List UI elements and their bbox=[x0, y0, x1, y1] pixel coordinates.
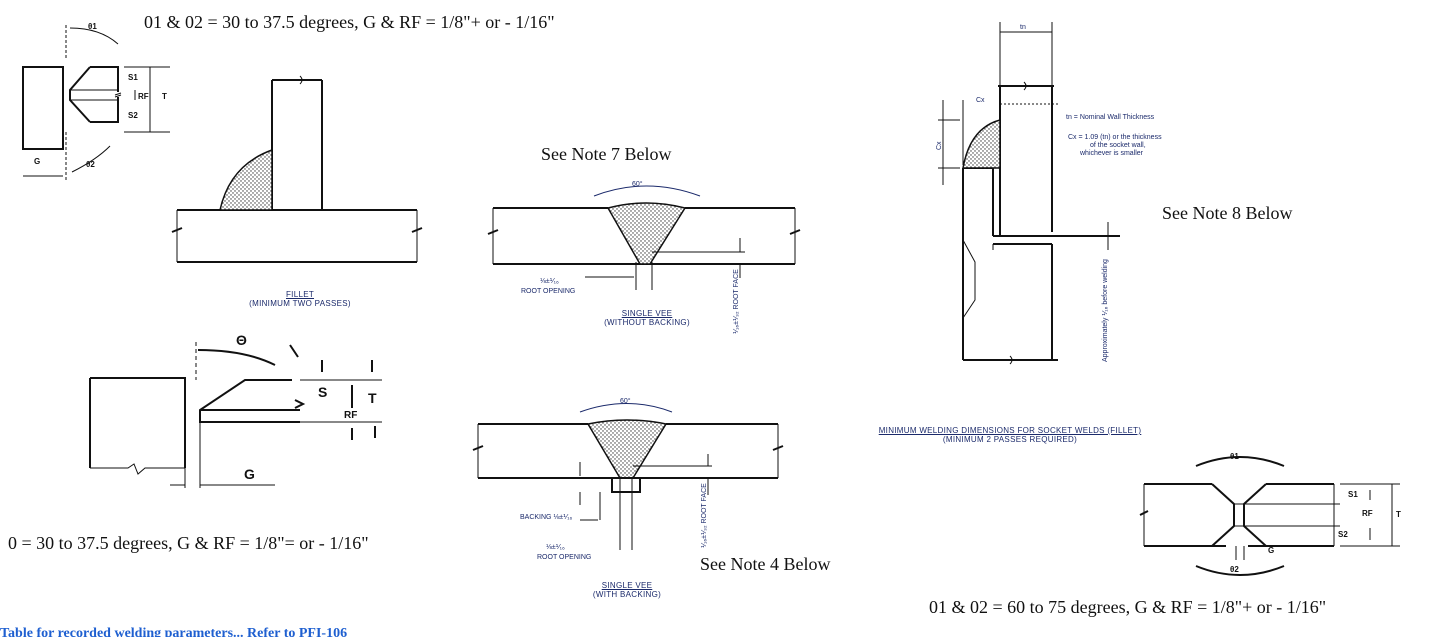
single-vee-with-backing-diagram bbox=[472, 403, 784, 550]
socket-subtitle: (MINIMUM 2 PASSES REQUIRED) bbox=[942, 435, 1078, 444]
socket-title: MINIMUM WELDING DIMENSIONS FOR SOCKET WE… bbox=[878, 426, 1142, 435]
note-4-label: See Note 4 Below bbox=[700, 554, 831, 574]
single-bevel-prep-diagram bbox=[89, 342, 382, 488]
vee1-root-opening-label: ROOT OPENING bbox=[521, 288, 576, 295]
vee-no-backing-caption: SINGLE VEE (WITHOUT BACKING) bbox=[582, 309, 712, 327]
note-7-label: See Note 7 Below bbox=[541, 144, 672, 164]
vee2-root-opening-label: ROOT OPENING bbox=[537, 554, 592, 561]
fillet-caption: FILLET (MINIMUM TWO PASSES) bbox=[228, 290, 372, 308]
rf-label-top-left: RF bbox=[138, 92, 149, 101]
theta2-label-top-left: θ2 bbox=[86, 160, 95, 169]
bottom-left-formula: 0 = 30 to 37.5 degrees, G & RF = 1/8"= o… bbox=[8, 533, 369, 553]
socket-weld-diagram bbox=[938, 22, 1120, 365]
vee2-backing-label: BACKING ⅛±⅟₁₆ bbox=[520, 514, 573, 521]
theta-label-bottom-left: Θ bbox=[236, 332, 247, 348]
bottom-right-formula: 01 & 02 = 60 to 75 degrees, G & RF = 1/8… bbox=[929, 597, 1327, 617]
g-label-top-left: G bbox=[34, 157, 41, 166]
double-bevel-prep-diagram bbox=[22, 25, 170, 180]
top-left-formula: 01 & 02 = 30 to 37.5 degrees, G & RF = 1… bbox=[144, 12, 555, 32]
socket-cx-label-side: Cx bbox=[936, 141, 943, 150]
fillet-weld-diagram bbox=[171, 75, 423, 263]
t-label-bottom-right: T bbox=[1396, 510, 1401, 519]
vee2-root-face-label: ⅟₁₆±⅟₃₂ ROOT FACE bbox=[701, 483, 708, 548]
socket-tn-definition: tn = Nominal Wall Thickness bbox=[1066, 114, 1155, 121]
socket-cx-definition-3: whichever is smaller bbox=[1080, 150, 1144, 157]
theta1-label-bottom-right: θ1 bbox=[1230, 452, 1239, 461]
single-vee-no-backing-diagram bbox=[487, 185, 801, 290]
g-label-bottom-left: G bbox=[244, 466, 255, 482]
vee-no-backing-title: SINGLE VEE bbox=[621, 309, 673, 318]
s2-label-top-left: S2 bbox=[128, 111, 138, 120]
rf-label-bottom-left: RF bbox=[344, 410, 358, 421]
note-8-label: See Note 8 Below bbox=[1162, 203, 1293, 223]
theta2-label-bottom-right: θ2 bbox=[1230, 565, 1239, 574]
vee2-angle-label: 60° bbox=[620, 398, 631, 405]
socket-cx-definition-2: of the socket wall, bbox=[1090, 142, 1146, 149]
vee1-root-face-label: ⅟₁₆±⅟₃₂ ROOT FACE bbox=[733, 269, 740, 334]
fillet-subtitle: (MINIMUM TWO PASSES) bbox=[249, 299, 351, 308]
double-vee-diagram bbox=[1139, 456, 1400, 576]
fillet-title: FILLET bbox=[285, 290, 315, 299]
rf-label-bottom-right: RF bbox=[1362, 509, 1373, 518]
socket-caption: MINIMUM WELDING DIMENSIONS FOR SOCKET WE… bbox=[830, 426, 1190, 444]
t-label-bottom-left: T bbox=[368, 390, 377, 406]
socket-tn-label: tn bbox=[1020, 24, 1026, 31]
s1-label-top-left: S1 bbox=[128, 73, 138, 82]
g-label-bottom-right: G bbox=[1268, 546, 1275, 555]
socket-cx-definition-1: Cx = 1.09 (tn) or the thickness bbox=[1068, 134, 1162, 141]
vee-with-backing-caption: SINGLE VEE (WITH BACKING) bbox=[572, 581, 682, 599]
theta1-label-top-left: θ1 bbox=[88, 22, 97, 31]
vee1-root-opening-value: ⅛±⅟₁₆ bbox=[540, 278, 559, 285]
vee-with-backing-title: SINGLE VEE bbox=[601, 581, 653, 590]
vee-with-backing-subtitle: (WITH BACKING) bbox=[592, 590, 662, 599]
s2-label-bottom-right: S2 bbox=[1338, 530, 1348, 539]
t-label-top-left: T bbox=[162, 92, 167, 101]
vee1-angle-label: 60° bbox=[632, 181, 643, 188]
bottom-cutoff-text: Table for recorded welding parameters...… bbox=[0, 626, 348, 637]
socket-approx-label: Approximately ⅟₁₆ before welding bbox=[1102, 259, 1109, 362]
socket-cx-label-top: Cx bbox=[976, 97, 985, 104]
vee-no-backing-subtitle: (WITHOUT BACKING) bbox=[604, 318, 690, 327]
vee2-root-opening-value: ⅛±⅟₁₆ bbox=[546, 544, 565, 551]
s1-label-bottom-right: S1 bbox=[1348, 490, 1358, 499]
s-label-bottom-left: S bbox=[318, 384, 328, 400]
